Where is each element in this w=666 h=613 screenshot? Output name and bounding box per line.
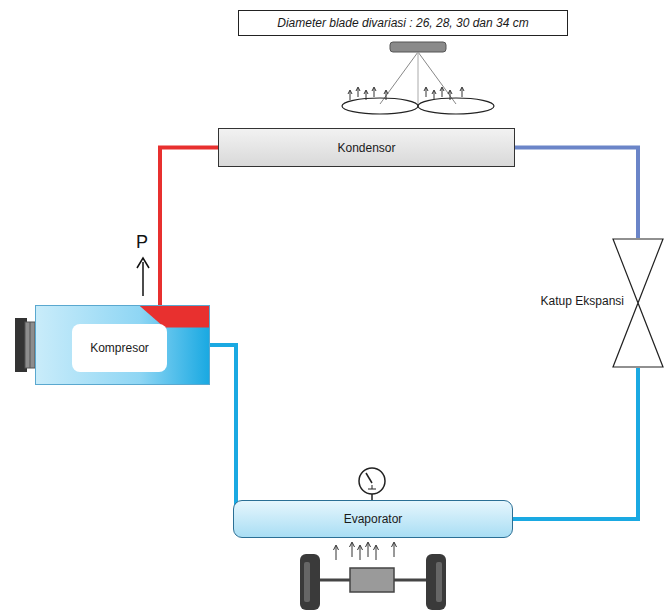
- compressor-body: Kompresor: [35, 305, 210, 385]
- fan: [342, 42, 494, 114]
- refrigerant-pipe: [515, 148, 638, 239]
- expansion-valve: Katup Ekspansi: [612, 238, 664, 368]
- condenser-box: Kondensor: [218, 128, 515, 167]
- airflow-arrows: [334, 542, 397, 560]
- node-label: Evaporator: [344, 512, 403, 526]
- node-label: Kompresor: [72, 324, 167, 372]
- parameter-box: Diameter blade divariasi : 26, 28, 30 da…: [238, 10, 568, 36]
- pressure-label: P: [136, 232, 148, 253]
- node-label: Kondensor: [337, 141, 395, 155]
- pressure-arrow: [142, 262, 144, 296]
- refrigerant-pipe: [513, 368, 638, 519]
- temperature-gauge: [359, 468, 385, 500]
- node-label: Diameter blade divariasi : 26, 28, 30 da…: [277, 16, 528, 30]
- refrigerant-pipe: [210, 345, 236, 519]
- compressor-flange: [15, 318, 35, 372]
- refrigerant-pipe: [160, 148, 218, 306]
- evaporator-box: Evaporator: [233, 500, 513, 538]
- vehicle-chassis: [300, 554, 446, 610]
- node-label: Katup Ekspansi: [539, 294, 626, 308]
